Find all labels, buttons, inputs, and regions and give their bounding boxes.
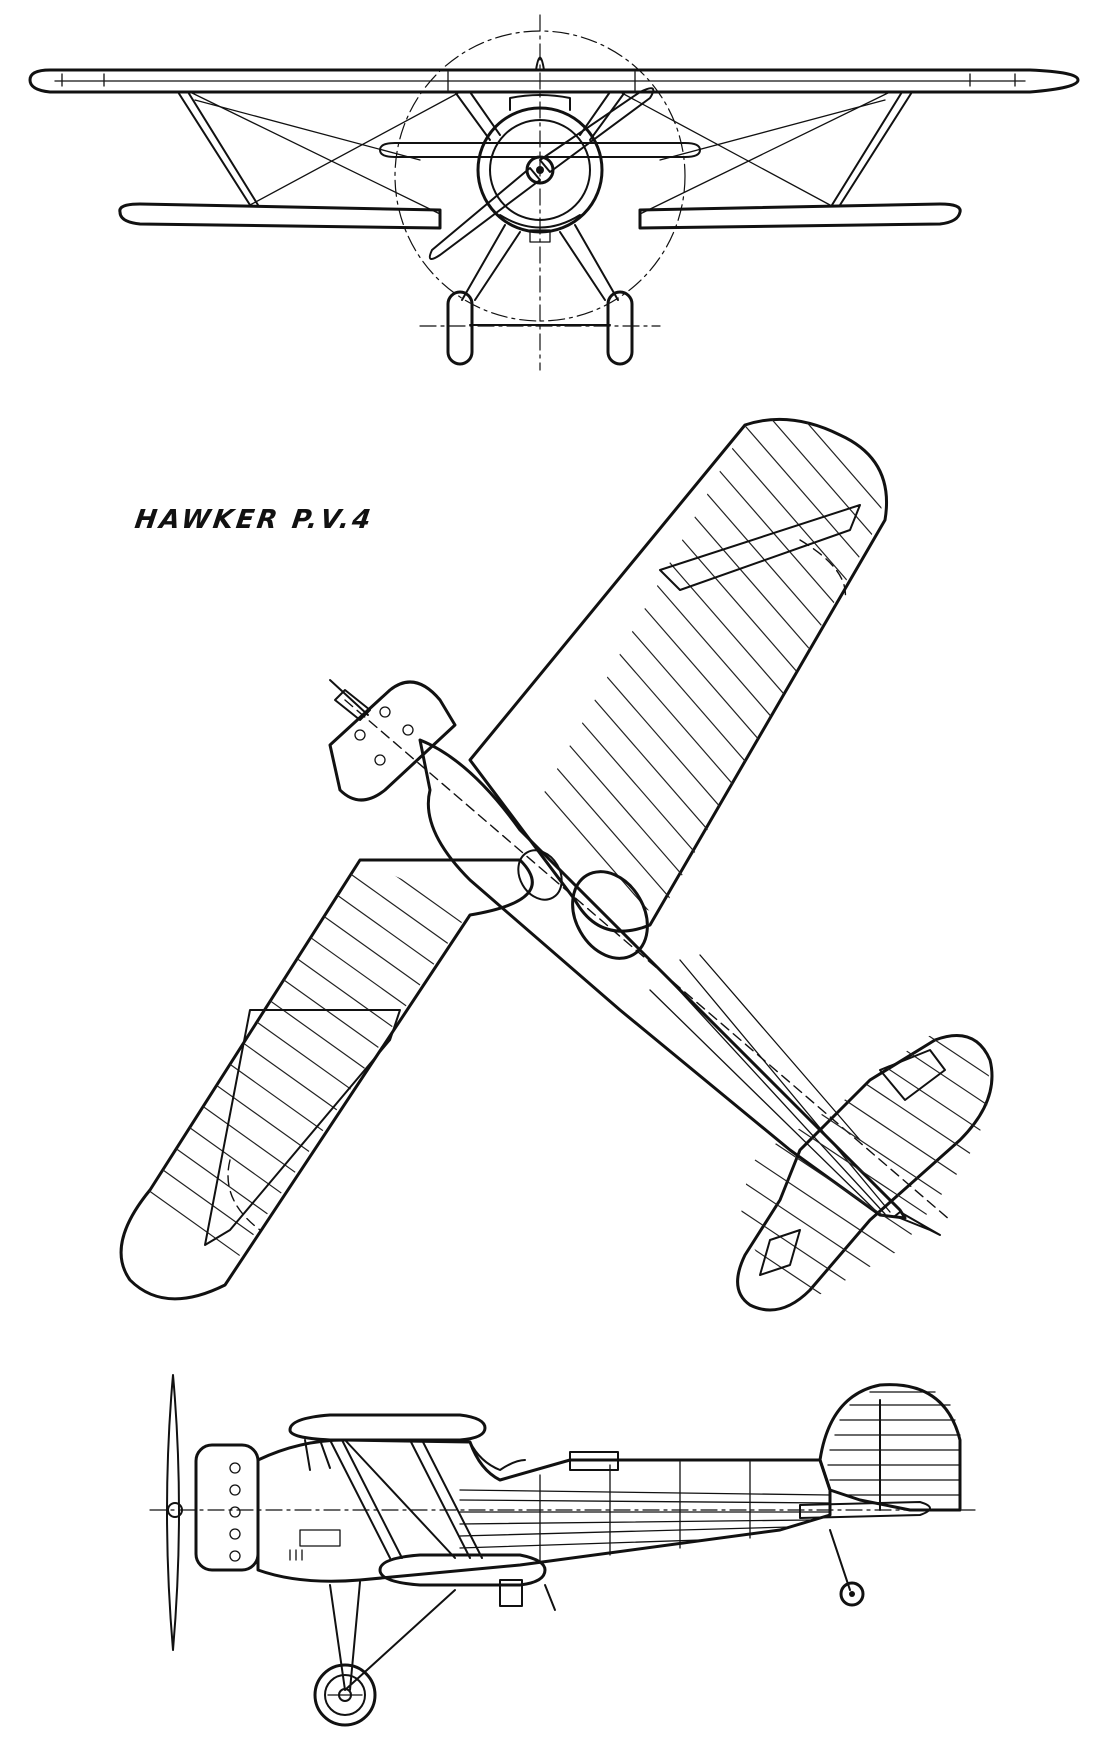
propeller-blade-plan <box>329 679 369 716</box>
front-view <box>28 14 1080 371</box>
right-interplane-strut <box>831 91 913 206</box>
ventral-fitting-side <box>499 1579 523 1607</box>
upper-wing-side <box>288 1413 487 1442</box>
exhaust-stubs <box>289 1549 303 1561</box>
propeller-hub <box>525 155 555 185</box>
engine-plan <box>328 680 457 802</box>
upper-right-aileron <box>659 504 861 591</box>
front-cockpit-plan <box>517 849 563 901</box>
fuselage-belly-front <box>499 214 581 229</box>
propeller-spinner-center <box>536 166 544 174</box>
tailwheel-strut <box>829 1529 851 1591</box>
fin-front <box>535 56 545 71</box>
lower-wing-tip-hidden-right <box>799 539 847 601</box>
upper-wing-right-plan <box>468 417 888 933</box>
left-cabane-strut <box>454 91 501 141</box>
interplane-struts-side <box>329 1439 483 1559</box>
cockpit-top-front <box>509 94 571 111</box>
elevator-right-plan <box>879 1049 946 1101</box>
cabane-struts-side <box>304 1439 331 1471</box>
exhaust-panel-side <box>299 1529 341 1547</box>
upper-wing-left-plan <box>119 858 534 1301</box>
tailplane-side <box>799 1501 931 1519</box>
rudder-plan <box>894 1211 941 1236</box>
lower-wing-left <box>118 202 442 230</box>
left-interplane-strut <box>177 91 259 206</box>
tailplane-plan <box>736 1034 994 1312</box>
propeller-hub-plan <box>334 689 371 721</box>
propeller-side <box>166 1374 180 1651</box>
rear-cockpit-side <box>469 1441 526 1471</box>
lower-wing-tip-hidden-left <box>227 1159 261 1231</box>
upper-left-aileron <box>204 1009 401 1246</box>
ventral-strut-side <box>544 1584 556 1611</box>
main-wheel-inner <box>324 1674 366 1716</box>
headrest-side <box>569 1451 619 1471</box>
main-wheel-side <box>313 1663 377 1727</box>
upper-wing-front <box>28 68 1080 94</box>
propeller-blade-upper <box>539 87 655 173</box>
left-gear-leg <box>461 224 521 301</box>
plan-view <box>119 417 994 1312</box>
right-gear-leg <box>559 224 619 301</box>
propeller-blade-lower <box>428 167 541 260</box>
left-wheel-front <box>446 290 474 366</box>
tailplane-front <box>379 142 701 158</box>
plan-centerline <box>344 699 951 1221</box>
fin-side <box>818 1383 962 1512</box>
right-wheel-front <box>606 290 634 366</box>
engine-cowling-side <box>194 1443 260 1572</box>
tailwheel-side <box>839 1581 865 1607</box>
fuselage-side <box>256 1438 832 1583</box>
engine-cowling-front <box>476 106 604 234</box>
lower-wing-right <box>638 202 962 230</box>
side-view <box>149 1374 976 1727</box>
radiator-front <box>529 229 551 243</box>
cowling-inner-ring <box>489 119 591 221</box>
main-gear-legs-side <box>329 1581 456 1691</box>
elevator-left-plan <box>759 1229 801 1276</box>
tailwheel-hub <box>849 1591 855 1597</box>
rear-cockpit-plan <box>571 870 649 960</box>
spinner-side <box>167 1502 183 1518</box>
fuselage-plan <box>418 738 907 1220</box>
